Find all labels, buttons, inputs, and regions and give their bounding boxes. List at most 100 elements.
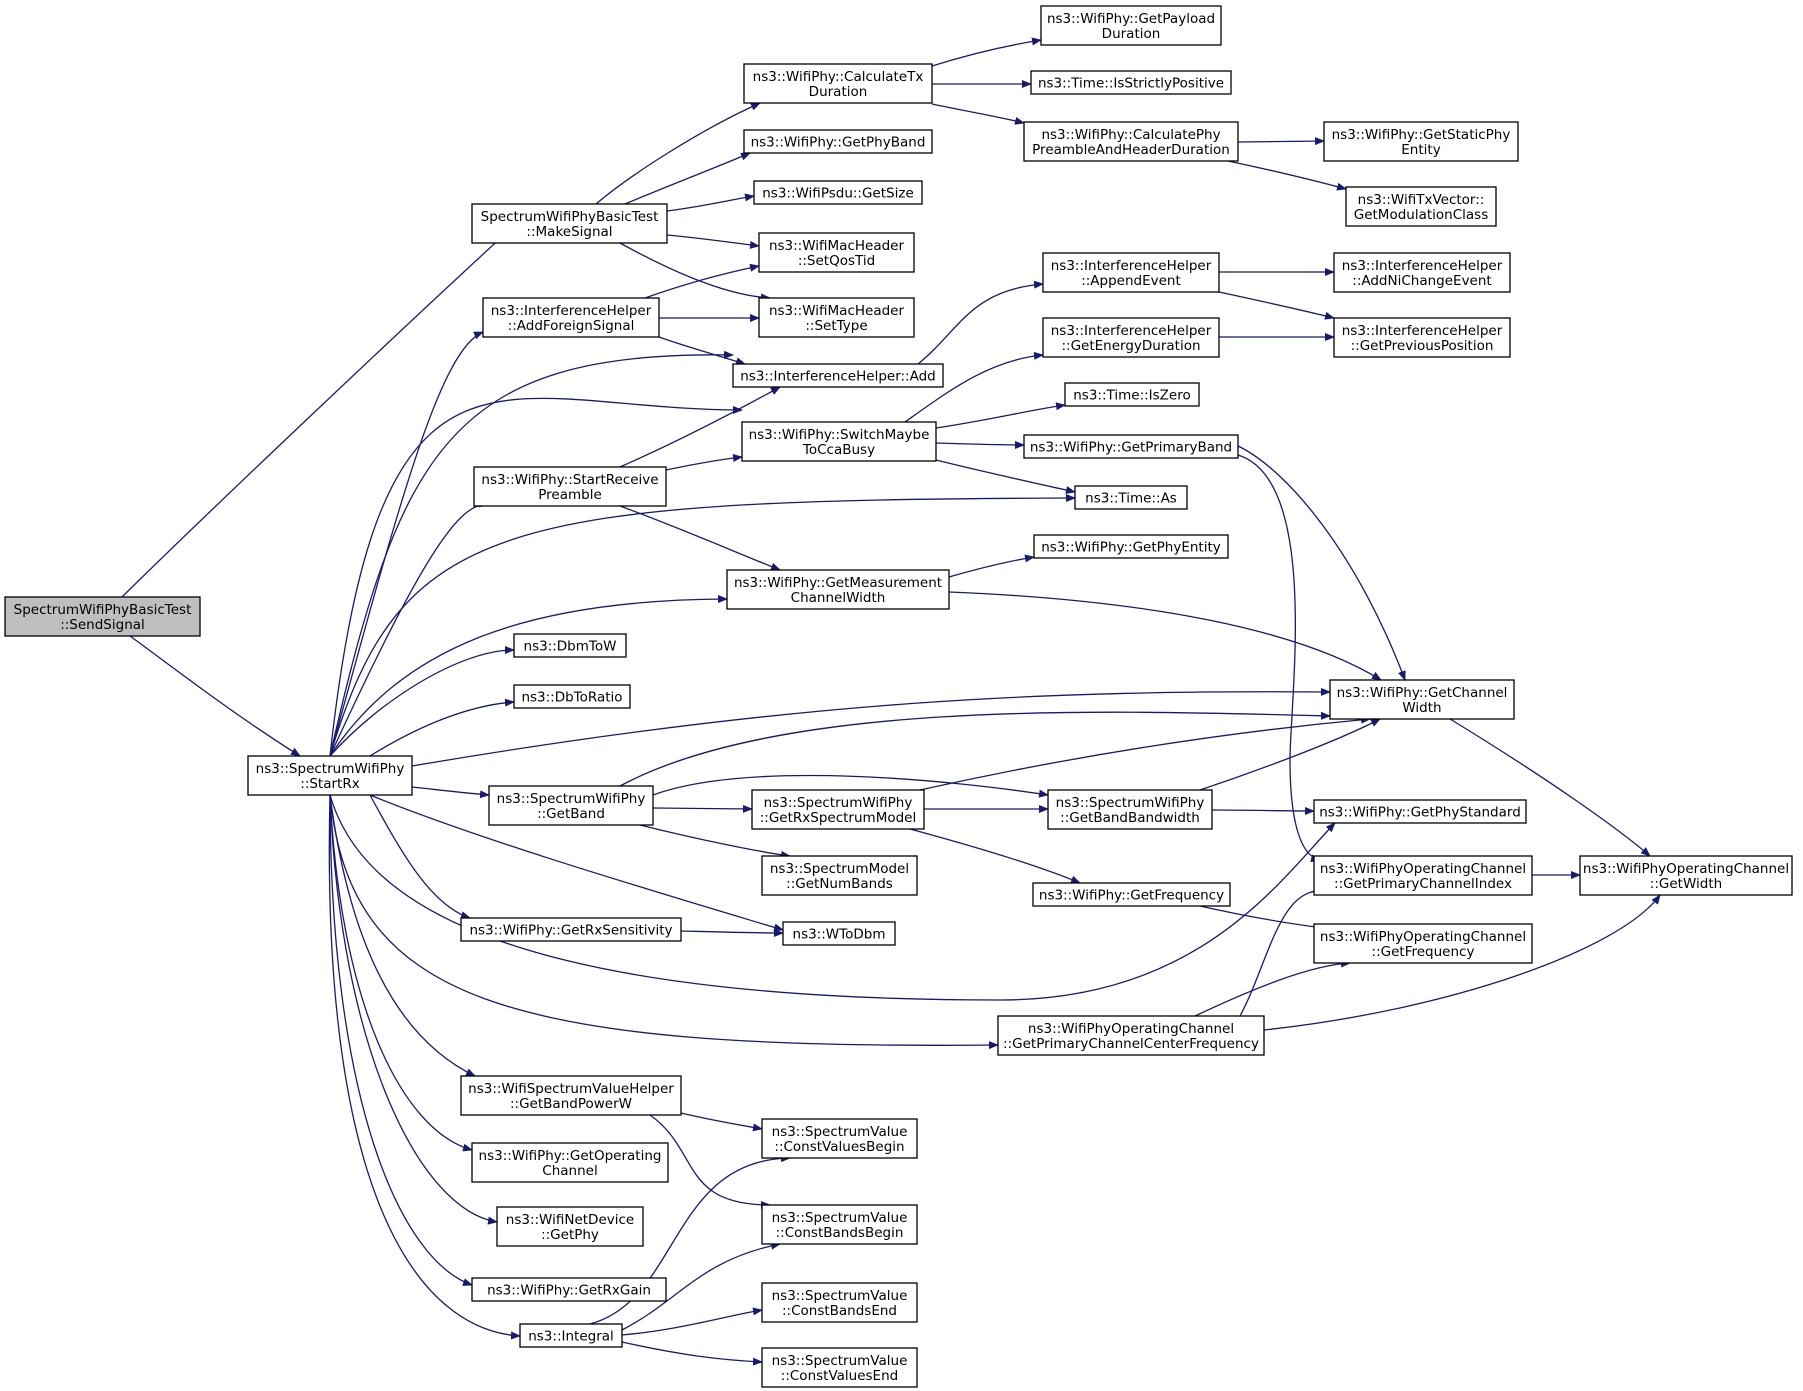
node-rxgain[interactable]: ns3::WifiPhy::GetRxGain bbox=[471, 1277, 667, 1302]
node-box bbox=[488, 785, 654, 826]
node-energydur[interactable]: ns3::InterferenceHelper::GetEnergyDurati… bbox=[1042, 317, 1220, 358]
node-numbands[interactable]: ns3::SpectrumModel::GetNumBands bbox=[761, 855, 918, 896]
node-label-line: ns3::InterferenceHelper::Add bbox=[740, 369, 936, 385]
node-box bbox=[1579, 855, 1793, 896]
node-preamble[interactable]: ns3::WifiPhy::CalculatePhyPreambleAndHea… bbox=[1023, 121, 1239, 162]
node-cvbegin[interactable]: ns3::SpectrumValue::ConstValuesBegin bbox=[761, 1118, 918, 1159]
node-opwidth[interactable]: ns3::WifiPhyOperatingChannel::GetWidth bbox=[1579, 855, 1793, 896]
node-modclass[interactable]: ns3::WifiTxVector::GetModulationClass bbox=[1345, 186, 1497, 227]
node-psdusize[interactable]: ns3::WifiPsdu::GetSize bbox=[753, 180, 923, 205]
edge-bandpower-to-cvbegin bbox=[680, 1112, 763, 1132]
node-rxspec[interactable]: ns3::SpectrumWifiPhy::GetRxSpectrumModel bbox=[751, 789, 925, 830]
edge-startrx-to-physt bbox=[329, 794, 1336, 1001]
node-box bbox=[482, 297, 660, 338]
node-primidx[interactable]: ns3::WifiPhyOperatingChannel::GetPrimary… bbox=[1313, 855, 1533, 896]
node-label-line: ::GetPrimaryChannelIndex bbox=[1334, 876, 1512, 892]
node-label-line: ns3::SpectrumValue bbox=[772, 1288, 908, 1304]
node-cvend[interactable]: ns3::SpectrumValue::ConstValuesEnd bbox=[761, 1347, 918, 1388]
node-box bbox=[1345, 186, 1497, 227]
node-dbtoratio[interactable]: ns3::DbToRatio bbox=[513, 684, 631, 709]
node-box bbox=[761, 1118, 918, 1159]
edge-send-to-startrx bbox=[129, 635, 301, 757]
node-dbmtow[interactable]: ns3::DbmToW bbox=[513, 633, 627, 658]
node-iszero[interactable]: ns3::Time::IsZero bbox=[1064, 382, 1200, 407]
node-wtodbm[interactable]: ns3::WToDbm bbox=[782, 921, 896, 946]
edge-startrx-to-primcenter bbox=[329, 794, 999, 1050]
node-box bbox=[513, 633, 627, 658]
edge-startpre-to-measwidth bbox=[619, 505, 781, 571]
edge-startrx-to-integral bbox=[328, 794, 521, 1340]
node-integral[interactable]: ns3::Integral bbox=[519, 1323, 623, 1348]
node-label-line: Width bbox=[1402, 700, 1441, 716]
node-label-line: ns3::WifiNetDevice bbox=[506, 1212, 634, 1228]
node-label-line: ns3::InterferenceHelper bbox=[1051, 258, 1212, 274]
node-cbbegin[interactable]: ns3::SpectrumValue::ConstBandsBegin bbox=[761, 1204, 918, 1245]
node-settype[interactable]: ns3::WifiMacHeader::SetType bbox=[758, 297, 915, 338]
node-box bbox=[1030, 70, 1232, 95]
node-box bbox=[1023, 121, 1239, 162]
node-label-line: ns3::WifiTxVector:: bbox=[1358, 192, 1485, 208]
node-timeas[interactable]: ns3::Time::As bbox=[1074, 485, 1188, 510]
node-getphyband[interactable]: ns3::WifiPhy::GetPhyBand bbox=[743, 129, 933, 154]
node-bandbw[interactable]: ns3::SpectrumWifiPhy::GetBandBandwidth bbox=[1047, 789, 1213, 830]
node-label-line: ::GetFrequency bbox=[1372, 944, 1475, 960]
edge-startrx-to-rxsens bbox=[369, 794, 471, 920]
node-label-line: ::ConstValuesBegin bbox=[774, 1139, 904, 1155]
node-label-line: Duration bbox=[1102, 26, 1161, 42]
node-makesig[interactable]: SpectrumWifiPhyBasicTest::MakeSignal bbox=[471, 203, 668, 244]
node-getband[interactable]: ns3::SpectrumWifiPhy::GetBand bbox=[488, 785, 654, 826]
node-label-line: ns3::SpectrumWifiPhy bbox=[256, 761, 405, 777]
node-label-line: ns3::WifiPhy::CalculatePhy bbox=[1041, 127, 1220, 143]
node-box bbox=[1032, 882, 1231, 907]
node-setqos[interactable]: ns3::WifiMacHeader::SetQosTid bbox=[758, 232, 915, 273]
node-box bbox=[473, 466, 667, 507]
node-netdevphy[interactable]: ns3::WifiNetDevice::GetPhy bbox=[496, 1206, 644, 1247]
node-label-line: ::GetEnergyDuration bbox=[1061, 338, 1200, 354]
node-startrx[interactable]: ns3::SpectrumWifiPhy::StartRx bbox=[247, 755, 413, 796]
node-box bbox=[761, 855, 918, 896]
node-label-line: ::GetPreviousPosition bbox=[1351, 338, 1494, 354]
node-phyentity[interactable]: ns3::WifiPhy::GetPhyEntity bbox=[1033, 534, 1229, 559]
node-box bbox=[758, 232, 915, 273]
edge-getband-to-bandbw bbox=[652, 774, 1049, 798]
node-cbend[interactable]: ns3::SpectrumValue::ConstBandsEnd bbox=[761, 1282, 918, 1323]
node-box bbox=[761, 1347, 918, 1388]
edge-primcenter-to-opwidth bbox=[1263, 894, 1661, 1031]
node-box bbox=[496, 1206, 644, 1247]
node-bandpower[interactable]: ns3::WifiSpectrumValueHelper::GetBandPow… bbox=[460, 1075, 682, 1116]
node-label-line: ::GetPhy bbox=[541, 1227, 599, 1243]
node-primcenter[interactable]: ns3::WifiPhyOperatingChannel::GetPrimary… bbox=[997, 1015, 1265, 1056]
edge-startrx-to-netdevphy bbox=[329, 794, 498, 1225]
node-send[interactable]: SpectrumWifiPhyBasicTest::SendSignal bbox=[4, 596, 201, 637]
node-box bbox=[1040, 5, 1222, 46]
edge-calctx-to-payload bbox=[931, 37, 1042, 67]
node-rxsens[interactable]: ns3::WifiPhy::GetRxSensitivity bbox=[460, 917, 682, 942]
node-box bbox=[732, 363, 944, 388]
edge-integral-to-cbend bbox=[621, 1307, 763, 1336]
node-ihadd[interactable]: ns3::InterferenceHelper::Add bbox=[732, 363, 944, 388]
edge-startrx-to-switchcca bbox=[329, 397, 743, 757]
edge-preamble-to-modclass bbox=[1227, 160, 1347, 191]
node-addni[interactable]: ns3::InterferenceHelper::AddNiChangeEven… bbox=[1333, 252, 1511, 293]
node-strictpos[interactable]: ns3::Time::IsStrictlyPositive bbox=[1030, 70, 1232, 95]
node-label-line: ns3::SpectrumWifiPhy bbox=[1056, 795, 1205, 811]
node-addforeign[interactable]: ns3::InterferenceHelper::AddForeignSigna… bbox=[482, 297, 660, 338]
node-box bbox=[513, 684, 631, 709]
node-getfreq[interactable]: ns3::WifiPhy::GetFrequency bbox=[1032, 882, 1231, 907]
node-physt[interactable]: ns3::WifiPhy::GetPhyStandard bbox=[1313, 799, 1527, 824]
node-label-line: ::ConstValuesEnd bbox=[781, 1368, 898, 1384]
node-opfreq[interactable]: ns3::WifiPhyOperatingChannel::GetFrequen… bbox=[1313, 923, 1533, 964]
node-label-line: ::GetBandPowerW bbox=[510, 1096, 632, 1112]
edge-switchcca-to-energydur bbox=[904, 351, 1044, 423]
node-prevpos[interactable]: ns3::InterferenceHelper::GetPreviousPosi… bbox=[1333, 317, 1511, 358]
node-primband[interactable]: ns3::WifiPhy::GetPrimaryBand bbox=[1023, 434, 1239, 459]
node-appendevent[interactable]: ns3::InterferenceHelper::AppendEvent bbox=[1042, 252, 1220, 293]
